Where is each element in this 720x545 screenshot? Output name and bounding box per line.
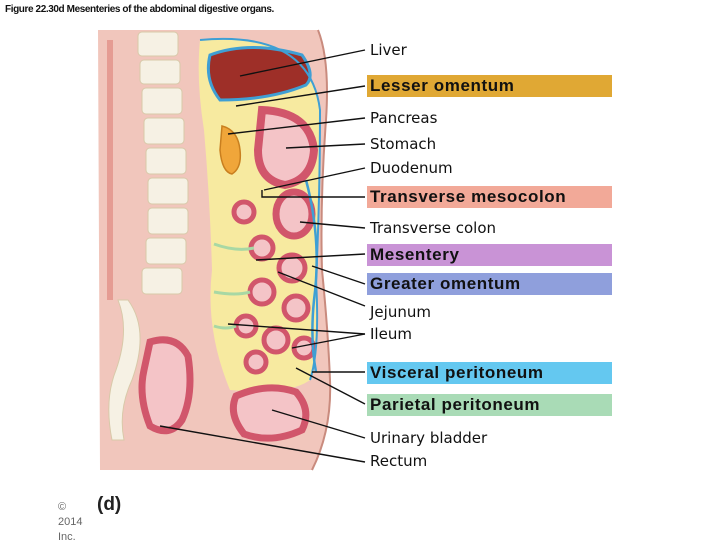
leader-lines bbox=[159, 49, 366, 463]
label-stomach: Stomach bbox=[370, 135, 437, 153]
pancreas bbox=[219, 125, 242, 175]
label-duodenum: Duodenum bbox=[370, 159, 453, 177]
copyright-notice: © 2014 Inc. bbox=[58, 500, 92, 545]
label-mesentery: Mesentery bbox=[367, 244, 612, 266]
label-jejunum: Jejunum bbox=[370, 303, 431, 321]
label-rectum: Rectum bbox=[370, 452, 428, 470]
duodenum bbox=[231, 199, 257, 225]
copyright-line-1: © 2014 bbox=[58, 501, 83, 528]
rectum bbox=[138, 336, 194, 435]
label-urinary-bladder: Urinary bladder bbox=[370, 429, 488, 447]
label-liver: Liver bbox=[370, 41, 407, 59]
label-pancreas: Pancreas bbox=[370, 109, 438, 127]
label-greater-omentum: Greater omentum bbox=[367, 273, 612, 295]
figure-title: Figure 22.30d Mesenteries of the abdomin… bbox=[5, 4, 274, 15]
label-transverse-mesocolon: Transverse mesocolon bbox=[367, 186, 612, 208]
label-ileum: Ileum bbox=[370, 325, 412, 343]
label-transverse-colon: Transverse colon bbox=[370, 219, 496, 237]
vertebral-column bbox=[107, 31, 189, 441]
label-lesser-omentum: Lesser omentum bbox=[367, 75, 612, 97]
greater-omentum bbox=[304, 179, 318, 373]
label-visceral-peritoneum: Visceral peritoneum bbox=[367, 362, 612, 384]
label-parietal-peritoneum: Parietal peritoneum bbox=[367, 394, 612, 416]
urinary-bladder bbox=[229, 384, 310, 442]
transverse-colon bbox=[272, 188, 316, 240]
copyright-line-2: Inc. bbox=[58, 531, 76, 543]
mesentery-folds bbox=[213, 242, 255, 330]
liver bbox=[206, 46, 312, 102]
panel-letter: (d) bbox=[97, 494, 122, 515]
